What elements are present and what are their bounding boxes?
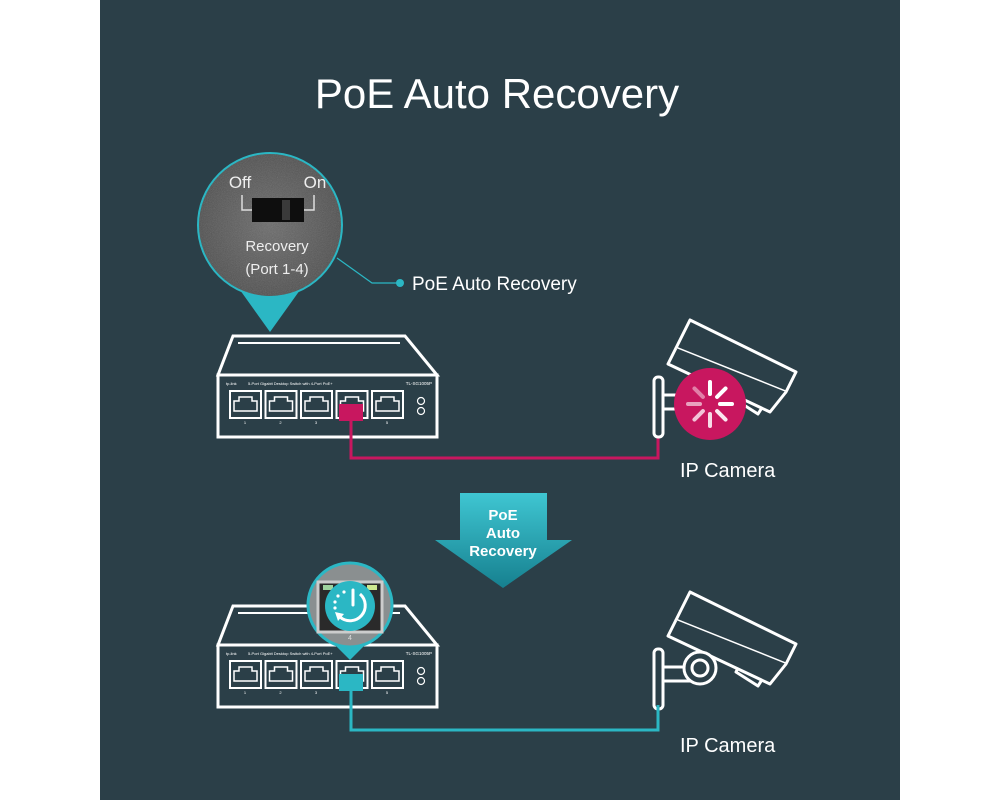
off-label: Off <box>229 173 252 192</box>
callout-line <box>336 257 400 284</box>
port-number: 5 <box>386 420 389 425</box>
power-restart-icon <box>325 581 375 631</box>
port-number: 2 <box>279 690 282 695</box>
switch-model: TL-SG1005P <box>406 651 432 656</box>
switch-description: 5-Port Gigabit Desktop Switch with 4-Por… <box>248 651 333 656</box>
brand-logo: tp-link <box>226 651 237 656</box>
on-label: On <box>304 173 327 192</box>
poe-switch-top: tp-link 5-Port Gigabit Desktop Switch wit… <box>215 334 441 439</box>
svg-text:Auto: Auto <box>486 525 520 542</box>
port-number: 1 <box>244 420 247 425</box>
port-number: 5 <box>386 690 389 695</box>
restored-port-highlight <box>339 674 363 691</box>
ethernet-port <box>264 660 298 689</box>
power-led-icon <box>416 666 426 676</box>
camera-label-bottom: IP Camera <box>680 735 776 757</box>
dip-switch <box>252 198 304 222</box>
port-number: 3 <box>315 420 318 425</box>
switch-description: 5-Port Gigabit Desktop Switch with 4-Por… <box>248 381 333 386</box>
ethernet-port <box>300 390 333 419</box>
ethernet-port <box>300 660 333 689</box>
brand-logo: tp-link <box>226 381 237 386</box>
port-number: 3 <box>315 690 318 695</box>
switch-body <box>216 643 439 709</box>
ethernet-port <box>264 390 298 419</box>
svg-text:PoE: PoE <box>488 507 517 524</box>
port-range-label: (Port 1-4) <box>245 261 308 278</box>
auto-recovery-arrow: PoE Auto Recovery <box>435 493 572 588</box>
callout-label: PoE Auto Recovery <box>412 274 577 295</box>
poe-led-icon <box>416 676 426 686</box>
camera-label-top: IP Camera <box>680 460 776 482</box>
ethernet-port <box>229 390 262 419</box>
svg-text:4: 4 <box>348 635 352 642</box>
recovery-switch-magnifier: Off On Recovery (Port 1-4) <box>197 152 343 332</box>
port-magnifier: 4 <box>306 561 394 660</box>
ethernet-port <box>371 660 404 689</box>
ethernet-port <box>371 390 404 419</box>
port-number: 1 <box>244 690 247 695</box>
switch-body <box>216 373 439 439</box>
ethernet-port <box>229 660 262 689</box>
recovery-label: Recovery <box>245 238 309 255</box>
fault-port-highlight <box>339 404 363 421</box>
callout-dot <box>396 279 404 287</box>
svg-text:Recovery: Recovery <box>469 543 537 560</box>
poe-led-icon <box>416 406 426 416</box>
fault-cable <box>349 418 660 460</box>
restored-cable <box>349 688 660 732</box>
port-number: 2 <box>279 420 282 425</box>
page-title: PoE Auto Recovery <box>315 70 679 117</box>
loading-spinner-icon <box>674 368 746 440</box>
ip-camera-bottom <box>652 590 798 711</box>
switch-model: TL-SG1005P <box>406 381 432 386</box>
power-led-icon <box>416 396 426 406</box>
